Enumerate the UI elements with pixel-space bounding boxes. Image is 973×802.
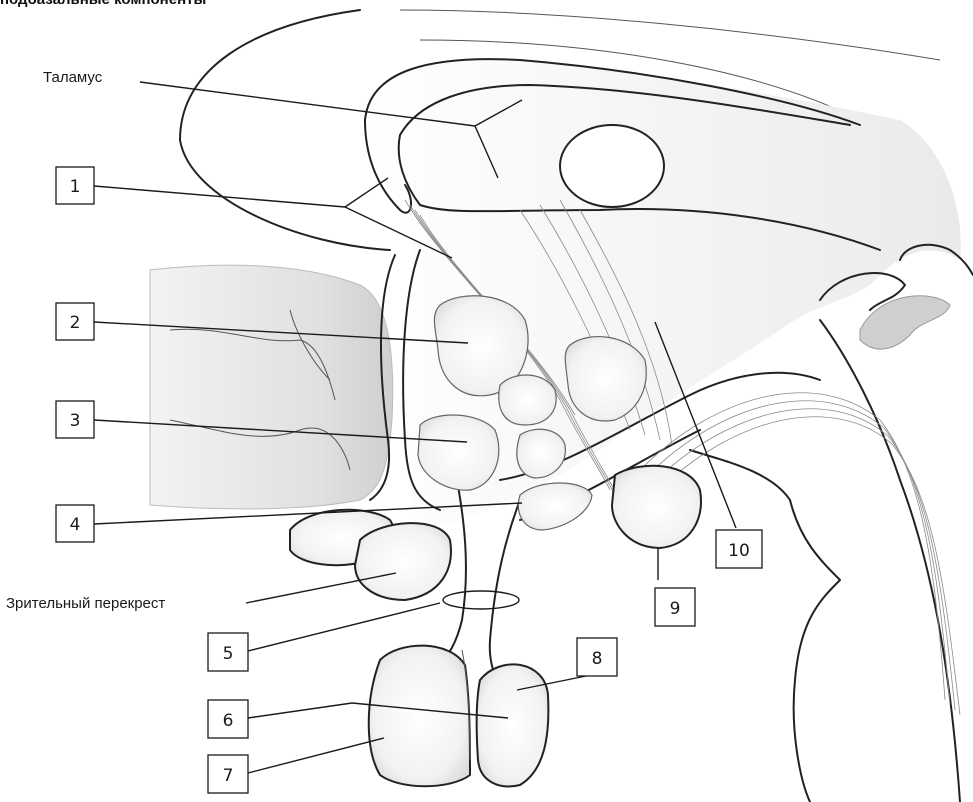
callout-1-number: 1 xyxy=(70,177,81,197)
thalamus-label: Таламус xyxy=(43,69,103,86)
callout-8-number: 8 xyxy=(592,649,603,669)
callout-3-number: 3 xyxy=(70,411,81,431)
callout-7: 7 xyxy=(208,755,248,793)
callout-5: 5 xyxy=(208,633,248,671)
callout-10: 10 xyxy=(716,530,762,568)
callout-4-number: 4 xyxy=(70,515,81,535)
callout-5-number: 5 xyxy=(223,644,234,664)
callout-9: 9 xyxy=(655,588,695,626)
callout-6-number: 6 xyxy=(223,711,234,731)
callout-2: 2 xyxy=(56,303,94,340)
callout-7-number: 7 xyxy=(223,766,234,786)
brain-background xyxy=(150,10,973,802)
callout-6: 6 xyxy=(208,700,248,738)
callout-8: 8 xyxy=(577,638,617,676)
callout-2-number: 2 xyxy=(70,313,81,333)
callout-9-number: 9 xyxy=(670,599,681,619)
optic-chiasm-label: Зрительный перекрест xyxy=(6,595,165,612)
callout-10-number: 10 xyxy=(728,541,750,561)
callout-3: 3 xyxy=(56,401,94,438)
callout-1: 1 xyxy=(56,167,94,204)
callout-4: 4 xyxy=(56,505,94,542)
